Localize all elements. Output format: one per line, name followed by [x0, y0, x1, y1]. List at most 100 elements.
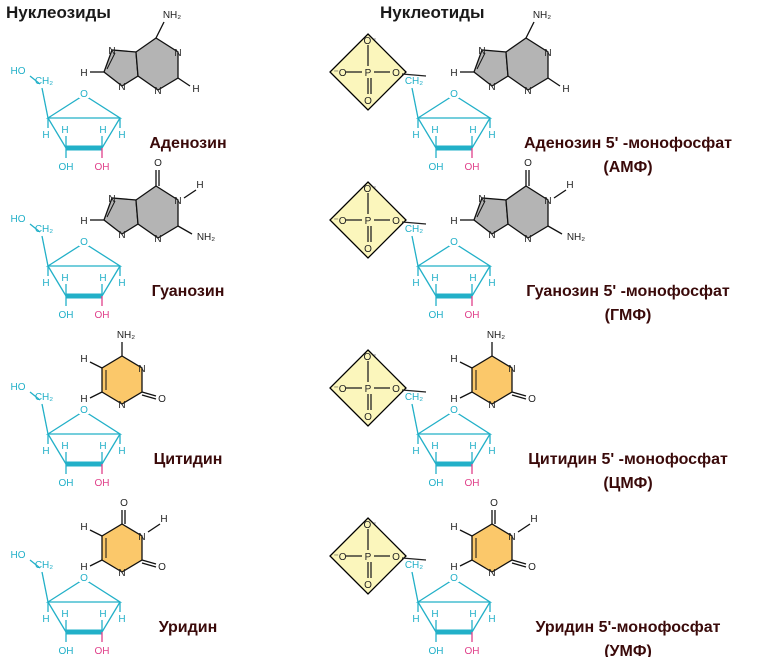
bond: [47, 117, 67, 149]
ring-edge: [415, 410, 493, 435]
ring-o-bg: [79, 404, 89, 414]
oh-label: OH: [465, 310, 480, 321]
ch2-label: CH₂: [405, 392, 423, 403]
ch2-label: CH₂: [35, 76, 53, 87]
n-label: N: [118, 82, 125, 93]
nucleoside-name: Аденозин: [149, 135, 226, 152]
nucleosides-header: Нуклеозиды: [6, 3, 111, 22]
h-label: H: [80, 562, 87, 573]
oh-label: OH: [59, 162, 74, 173]
n-label: N: [524, 86, 531, 97]
bond: [411, 87, 419, 119]
o-label: ⁻O: [333, 552, 346, 563]
bond: [459, 529, 473, 537]
n-label: N: [108, 46, 115, 57]
h-label: H: [196, 180, 203, 191]
ring-o-bg: [449, 404, 459, 414]
n-label: N: [488, 568, 495, 579]
bond: [101, 265, 121, 297]
nucleotide-abbreviation: (ГМФ): [605, 307, 652, 324]
n-label: N: [544, 196, 551, 207]
bond: [476, 52, 486, 70]
n-label: N: [118, 400, 125, 411]
h-label: H: [412, 614, 419, 625]
h-label: H: [61, 125, 68, 136]
o-label: O: [392, 68, 400, 79]
bond: [401, 221, 427, 225]
n-label: N: [488, 82, 495, 93]
bond: [471, 433, 491, 465]
nh2-label: NH₂: [567, 232, 585, 243]
ch2-label: CH₂: [405, 560, 423, 571]
o-label: O: [158, 394, 166, 405]
h-label: H: [80, 216, 87, 227]
nucleotides-header: Нуклеотиды: [380, 3, 485, 22]
bond: [101, 601, 121, 633]
h-label: H: [61, 441, 68, 452]
bond: [547, 77, 561, 87]
h-label: H: [80, 68, 87, 79]
bond: [411, 235, 419, 267]
bond: [553, 189, 567, 199]
nucleoside-name: Уридин: [159, 619, 218, 636]
h-label: H: [431, 441, 438, 452]
oh-label: OH: [95, 162, 110, 173]
bond: [459, 361, 473, 369]
o-label: O⁻: [363, 36, 376, 47]
h-label: H: [488, 614, 495, 625]
pyrimidine-ring: [471, 355, 513, 405]
nh2-label: NH₂: [487, 330, 505, 341]
ring-oxygen: O: [80, 405, 88, 416]
bond: [547, 225, 563, 235]
oh-label: OH: [465, 478, 480, 489]
ring-edge: [415, 242, 493, 267]
oh-label: OH: [59, 478, 74, 489]
ring-o-bg: [79, 236, 89, 246]
o-label: ⁻O: [333, 68, 346, 79]
bond: [411, 571, 419, 603]
n-label: N: [174, 196, 181, 207]
ring-edge: [415, 94, 493, 119]
bond: [417, 601, 437, 633]
bond: [106, 200, 116, 218]
h-label: H: [469, 609, 476, 620]
oh-label: OH: [59, 646, 74, 657]
o-label: O: [364, 244, 372, 255]
pyrimidine-ring: [135, 185, 179, 239]
h-label: H: [80, 394, 87, 405]
phosphorus-label: P: [365, 216, 372, 227]
ring-oxygen: O: [80, 573, 88, 584]
n-label: N: [544, 48, 551, 59]
pyrimidine-ring: [101, 355, 143, 405]
pyrimidine-ring: [505, 37, 549, 91]
bond: [29, 75, 41, 85]
ch2-label: CH₂: [405, 224, 423, 235]
ring-edge: [45, 242, 123, 267]
n-label: N: [108, 194, 115, 205]
bond: [89, 559, 103, 567]
nucleoside-name: Цитидин: [154, 451, 223, 468]
nucleotide-name: Цитидин 5' -монофосфат: [528, 451, 728, 468]
phosphate-diamond: [329, 517, 407, 595]
phosphate-diamond: [329, 181, 407, 259]
bond: [141, 391, 157, 397]
ring-oxygen: O: [80, 237, 88, 248]
bond: [471, 601, 491, 633]
bond: [411, 403, 419, 435]
